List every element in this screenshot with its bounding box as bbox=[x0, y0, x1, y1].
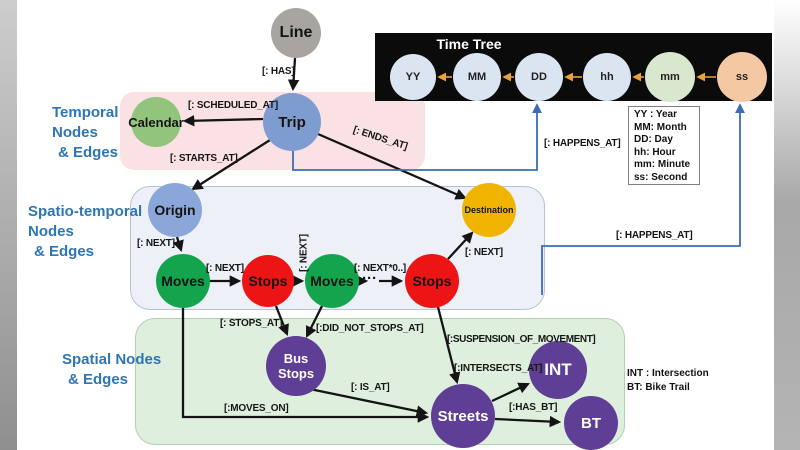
heading-spatio-temporal-line-2: Nodes bbox=[28, 223, 74, 240]
time-node-hh: hh bbox=[583, 53, 631, 101]
node-origin: Origin bbox=[148, 183, 202, 237]
edge-label-next-origin: [: NEXT] bbox=[137, 238, 175, 249]
bus-stops-line-1: Bus bbox=[283, 351, 309, 366]
time-node-mm-minute: mm bbox=[645, 52, 695, 102]
time-tree-title: Time Tree bbox=[436, 36, 502, 52]
heading-temporal-line-1: Temporal bbox=[52, 104, 119, 121]
heading-temporal-line-2: Nodes bbox=[52, 124, 98, 141]
time-node-yy: YY bbox=[390, 54, 436, 100]
edge-moves-on bbox=[181, 308, 430, 423]
edge-label-happens-at-1: [: HAPPENS_AT] bbox=[544, 138, 621, 149]
edge-suspension-of-movement bbox=[436, 306, 461, 385]
abbreviation-footnote: INT : Intersection BT: Bike Trail bbox=[627, 367, 709, 395]
edge-label-happens-at-2: [: HAPPENS_AT] bbox=[616, 230, 693, 241]
node-bt: BT bbox=[564, 396, 618, 450]
node-streets: Streets bbox=[431, 384, 495, 448]
ellipsis-nodes: ··· bbox=[362, 270, 377, 287]
time-node-dd: DD bbox=[515, 53, 563, 101]
edge-label-stops-at: [: STOPS_AT] bbox=[220, 318, 283, 329]
edge-intersects-at bbox=[491, 382, 530, 403]
heading-temporal-line-3: & Edges bbox=[58, 144, 119, 161]
time-node-ss: ss bbox=[717, 52, 767, 102]
heading-spatio-temporal: Spatio-temporal Nodes & Edges bbox=[28, 202, 142, 262]
footnote-bt: BT: Bike Trail bbox=[627, 382, 690, 393]
node-destination: Destination bbox=[462, 183, 516, 237]
node-stops-2: Stops bbox=[405, 254, 459, 308]
legend-mm-month: MM: Month bbox=[634, 121, 687, 133]
edge-label-has: [: HAS] bbox=[262, 66, 295, 77]
heading-spatio-temporal-line-1: Spatio-temporal bbox=[28, 203, 143, 220]
heading-spatio-temporal-line-3: & Edges bbox=[34, 243, 95, 260]
edge-label-is-at: [: IS_AT] bbox=[351, 382, 390, 393]
heading-spatial: Spatial Nodes & Edges bbox=[62, 350, 161, 390]
edge-has-bt bbox=[494, 415, 562, 428]
edge-happens-at-trip-dd bbox=[292, 103, 542, 171]
edge-label-starts-at: [: STARTS_AT] bbox=[170, 153, 238, 164]
right-gradient-edge bbox=[774, 0, 800, 450]
heading-temporal: Temporal Nodes & Edges bbox=[52, 103, 118, 163]
edge-scheduled-at bbox=[182, 115, 264, 127]
node-trip: Trip bbox=[263, 93, 321, 151]
edge-happens-at-box-ss bbox=[541, 103, 745, 295]
node-int: INT bbox=[529, 341, 587, 399]
heading-spatial-line-2: & Edges bbox=[68, 371, 129, 388]
node-moves-2: Moves bbox=[305, 254, 359, 308]
edge-stops-at bbox=[274, 305, 289, 337]
edge-label-next-repeat: [: NEXT*0..] bbox=[354, 263, 407, 274]
edge-next-stops-destination bbox=[447, 231, 474, 260]
node-moves-1: Moves bbox=[156, 254, 210, 308]
edge-has bbox=[287, 57, 300, 92]
edge-label-scheduled-at: [: SCHEDULED_AT] bbox=[188, 100, 278, 111]
node-bus-stops: Bus Stops bbox=[266, 336, 326, 396]
heading-spatial-line-1: Spatial Nodes bbox=[62, 351, 162, 368]
edge-label-next-vertical: [: NEXT] bbox=[298, 234, 310, 272]
edge-label-next-1: [: NEXT] bbox=[206, 263, 244, 274]
legend-yy: YY : Year bbox=[634, 109, 677, 120]
node-calendar: Calendar bbox=[128, 97, 184, 147]
node-stops-1: Stops bbox=[242, 255, 294, 307]
edge-label-intersects-at: [:INTERSECTS_AT] bbox=[454, 363, 543, 374]
edge-starts-at bbox=[191, 139, 271, 191]
legend-hh: hh: Hour bbox=[634, 146, 676, 158]
time-tree-box bbox=[375, 33, 772, 101]
legend-dd: DD: Day bbox=[634, 134, 673, 146]
bus-stops-line-2: Stops bbox=[277, 366, 315, 381]
time-tree-legend: YY : Year MM: Month DD: Day hh: Hour mm:… bbox=[628, 106, 700, 185]
edge-label-next-destination: [: NEXT] bbox=[465, 247, 503, 258]
edge-label-suspension: [:SUSPENSION_OF_MOVEMENT] bbox=[447, 334, 596, 345]
legend-mm-minute: mm: Minute bbox=[634, 159, 691, 171]
edge-is-at bbox=[304, 386, 429, 417]
left-gradient-edge bbox=[0, 0, 17, 450]
edge-label-did-not-stops-at: [:DID_NOT_STOPS_AT] bbox=[316, 323, 424, 334]
edge-label-moves-on: [:MOVES_ON] bbox=[224, 403, 289, 414]
footnote-int: INT : Intersection bbox=[627, 368, 709, 379]
edge-label-has-bt: [:HAS_BT] bbox=[509, 402, 558, 413]
edge-ends-at bbox=[317, 132, 467, 200]
edge-did-not-stops-at bbox=[305, 305, 324, 338]
node-line: Line bbox=[271, 8, 321, 58]
time-node-mm-month: MM bbox=[453, 53, 501, 101]
legend-ss: ss: Second bbox=[634, 171, 688, 183]
edge-next-origin-moves bbox=[172, 236, 184, 253]
bus-stops-label: Bus Stops bbox=[278, 351, 314, 381]
